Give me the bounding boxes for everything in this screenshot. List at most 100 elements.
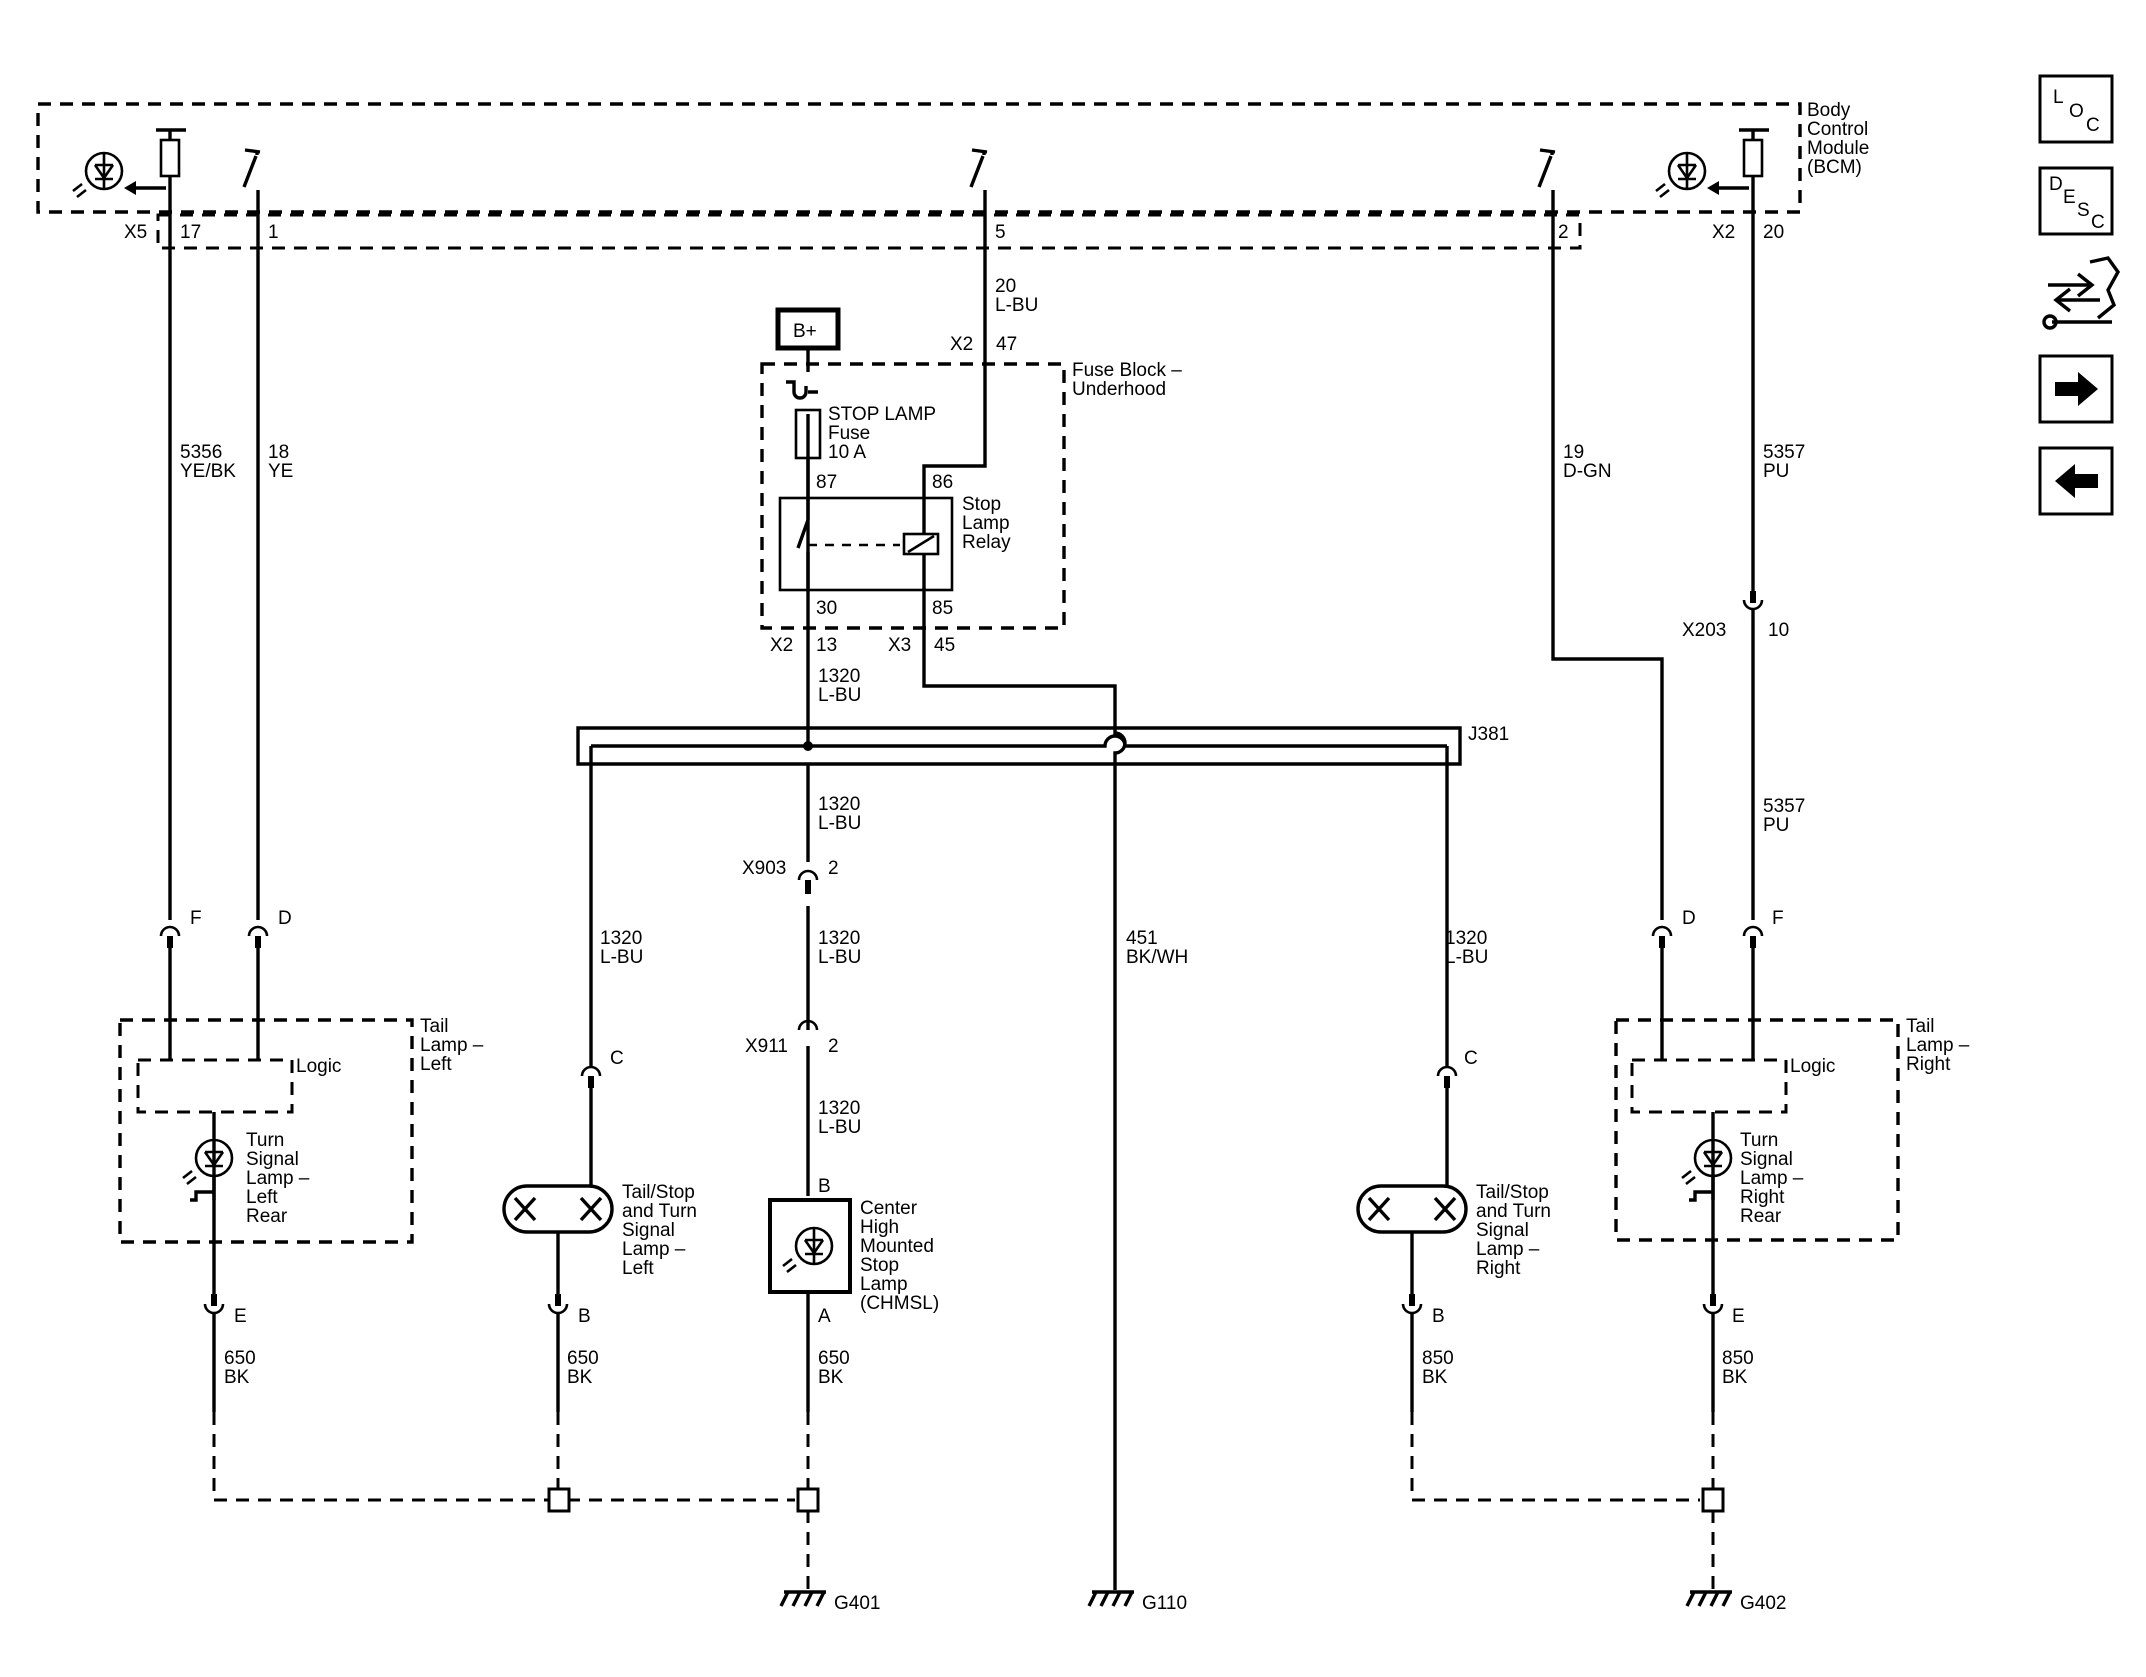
bcm-input-switch-1-icon	[242, 148, 261, 214]
chmsl-3: Mounted	[860, 1236, 934, 1257]
label-conn-c-right: C	[1464, 1048, 1478, 1069]
fuse-block-boundary	[760, 362, 1066, 630]
splice-label: J381	[1468, 724, 1509, 745]
bcm-connector-x5: X5	[124, 222, 147, 243]
label-1320l-num: 1320	[600, 928, 642, 949]
desc-letter-s: S	[2077, 200, 2090, 221]
loc-letter-l: L	[2053, 87, 2064, 108]
splice-node	[803, 741, 813, 751]
label-19-color: D-GN	[1563, 461, 1612, 482]
label-18-num: 18	[268, 442, 289, 463]
relay-name-1: Stop	[962, 494, 1001, 515]
stl-right-3: Signal	[1476, 1220, 1529, 1241]
tail-lamp-left-logic-box	[136, 1058, 294, 1114]
label-650c-num: 650	[818, 1348, 850, 1369]
connector-x203-icon	[1742, 591, 1764, 623]
connector-e-left-icon	[203, 1294, 225, 1315]
turn-signal-led-left-icon	[182, 1138, 234, 1202]
desc-letter-e: E	[2063, 187, 2076, 208]
tail-lamp-left-boundary	[118, 1018, 414, 1244]
tail-left-ts-5: Rear	[246, 1206, 288, 1227]
inline-connectors	[159, 591, 1764, 1315]
label-1320c-num: 1320	[818, 928, 860, 949]
ground-path-left	[212, 1412, 560, 1502]
label-5357a-num: 5357	[1763, 442, 1805, 463]
label-1320d-color: L-BU	[818, 1117, 861, 1138]
loc-button[interactable]: L O C	[2038, 74, 2114, 144]
tail-right-title-1: Tail	[1906, 1016, 1935, 1037]
label-conn-b-right: B	[1432, 1306, 1445, 1327]
wire-20	[922, 214, 987, 488]
stl-right-1: Tail/Stop	[1476, 1182, 1549, 1203]
tail-right-ts-2: Signal	[1740, 1149, 1793, 1170]
label-x203: X203	[1682, 620, 1726, 641]
label-18-color: YE	[268, 461, 293, 482]
chmsl-led-icon	[782, 1226, 834, 1274]
bcm-label-2: Control	[1807, 119, 1868, 140]
fuse-block-input-icon	[786, 380, 818, 400]
desc-letter-c: C	[2091, 212, 2105, 233]
tail-left-title-3: Left	[420, 1054, 452, 1075]
tail-lamp-right: Tail Lamp – Right Logic Turn Signal Lamp…	[1614, 1016, 1970, 1242]
label-650b-num: 650	[567, 1348, 599, 1369]
tail-left-logic: Logic	[296, 1056, 341, 1077]
connector-c-left-icon	[580, 1065, 602, 1088]
tail-right-title-2: Lamp –	[1906, 1035, 1970, 1056]
ground-junction-right	[1701, 1487, 1725, 1513]
tail-stop-turn-lamp-right: Tail/Stop and Turn Signal Lamp – Right	[1356, 1182, 1551, 1279]
label-850a-num: 850	[1422, 1348, 1454, 1369]
tail-left-title-1: Tail	[420, 1016, 449, 1037]
connector-f-right-icon	[1742, 925, 1764, 948]
label-1320b-color: L-BU	[818, 813, 861, 834]
fuse-pin-47: 47	[996, 334, 1017, 355]
label-conn-d-right: D	[1682, 908, 1696, 929]
label-20-color: L-BU	[995, 295, 1038, 316]
bcm-pin-17: 17	[180, 222, 201, 243]
fuse-x3-label: X3	[888, 635, 911, 656]
connector-x903-icon	[797, 869, 819, 894]
relay-name-3: Relay	[962, 532, 1011, 553]
stl-left-4: Lamp –	[622, 1239, 686, 1260]
battery-label: B+	[793, 321, 817, 342]
chmsl-6: (CHMSL)	[860, 1293, 939, 1314]
loc-letter-c: C	[2086, 115, 2100, 136]
fuse-x2-out-label: X2	[770, 635, 793, 656]
bcm-pin-2: 2	[1558, 222, 1569, 243]
label-1320b-num: 1320	[818, 794, 860, 815]
label-1320c-color: L-BU	[818, 947, 861, 968]
chmsl-4: Stop	[860, 1255, 899, 1276]
ground-g401-label: G401	[834, 1593, 880, 1614]
bcm-input-switch-2-icon	[1537, 148, 1556, 214]
label-850b-color: BK	[1722, 1367, 1748, 1388]
chmsl-lamp: Center High Mounted Stop Lamp (CHMSL)	[768, 1198, 939, 1314]
bcm-boundary	[36, 102, 1802, 214]
prev-page-button[interactable]	[2038, 446, 2114, 516]
stl-left-2: and Turn	[622, 1201, 697, 1222]
connector-x911-icon	[797, 1012, 819, 1031]
connector-b-stl-right-icon	[1401, 1294, 1423, 1315]
ground-g402-icon	[1685, 1590, 1732, 1607]
relay-name-2: Lamp	[962, 513, 1010, 534]
splice-j381-bar	[576, 726, 1462, 766]
bcm-pin-5: 5	[995, 222, 1006, 243]
label-x911: X911	[745, 1036, 788, 1057]
tail-right-logic: Logic	[1790, 1056, 1835, 1077]
arrow-right-icon	[2055, 372, 2098, 406]
tail-left-title-2: Lamp –	[420, 1035, 484, 1056]
next-page-button[interactable]	[2038, 354, 2114, 424]
ground-g110-label: G110	[1142, 1593, 1187, 1614]
label-850a-color: BK	[1422, 1367, 1448, 1388]
stl-right-5: Right	[1476, 1258, 1521, 1279]
ground-g110-icon	[1087, 1590, 1134, 1607]
fuse-pin-13: 13	[816, 635, 837, 656]
tail-right-title-3: Right	[1906, 1054, 1951, 1075]
label-5357a-color: PU	[1763, 461, 1789, 482]
label-19-num: 19	[1563, 442, 1584, 463]
wire-19	[1551, 214, 1664, 920]
label-1320l-color: L-BU	[600, 947, 643, 968]
stop-lamp-relay-box	[778, 496, 954, 592]
connector-view-icon[interactable]	[2042, 256, 2121, 330]
desc-button[interactable]: D E S C	[2038, 166, 2114, 236]
chmsl-5: Lamp	[860, 1274, 908, 1295]
